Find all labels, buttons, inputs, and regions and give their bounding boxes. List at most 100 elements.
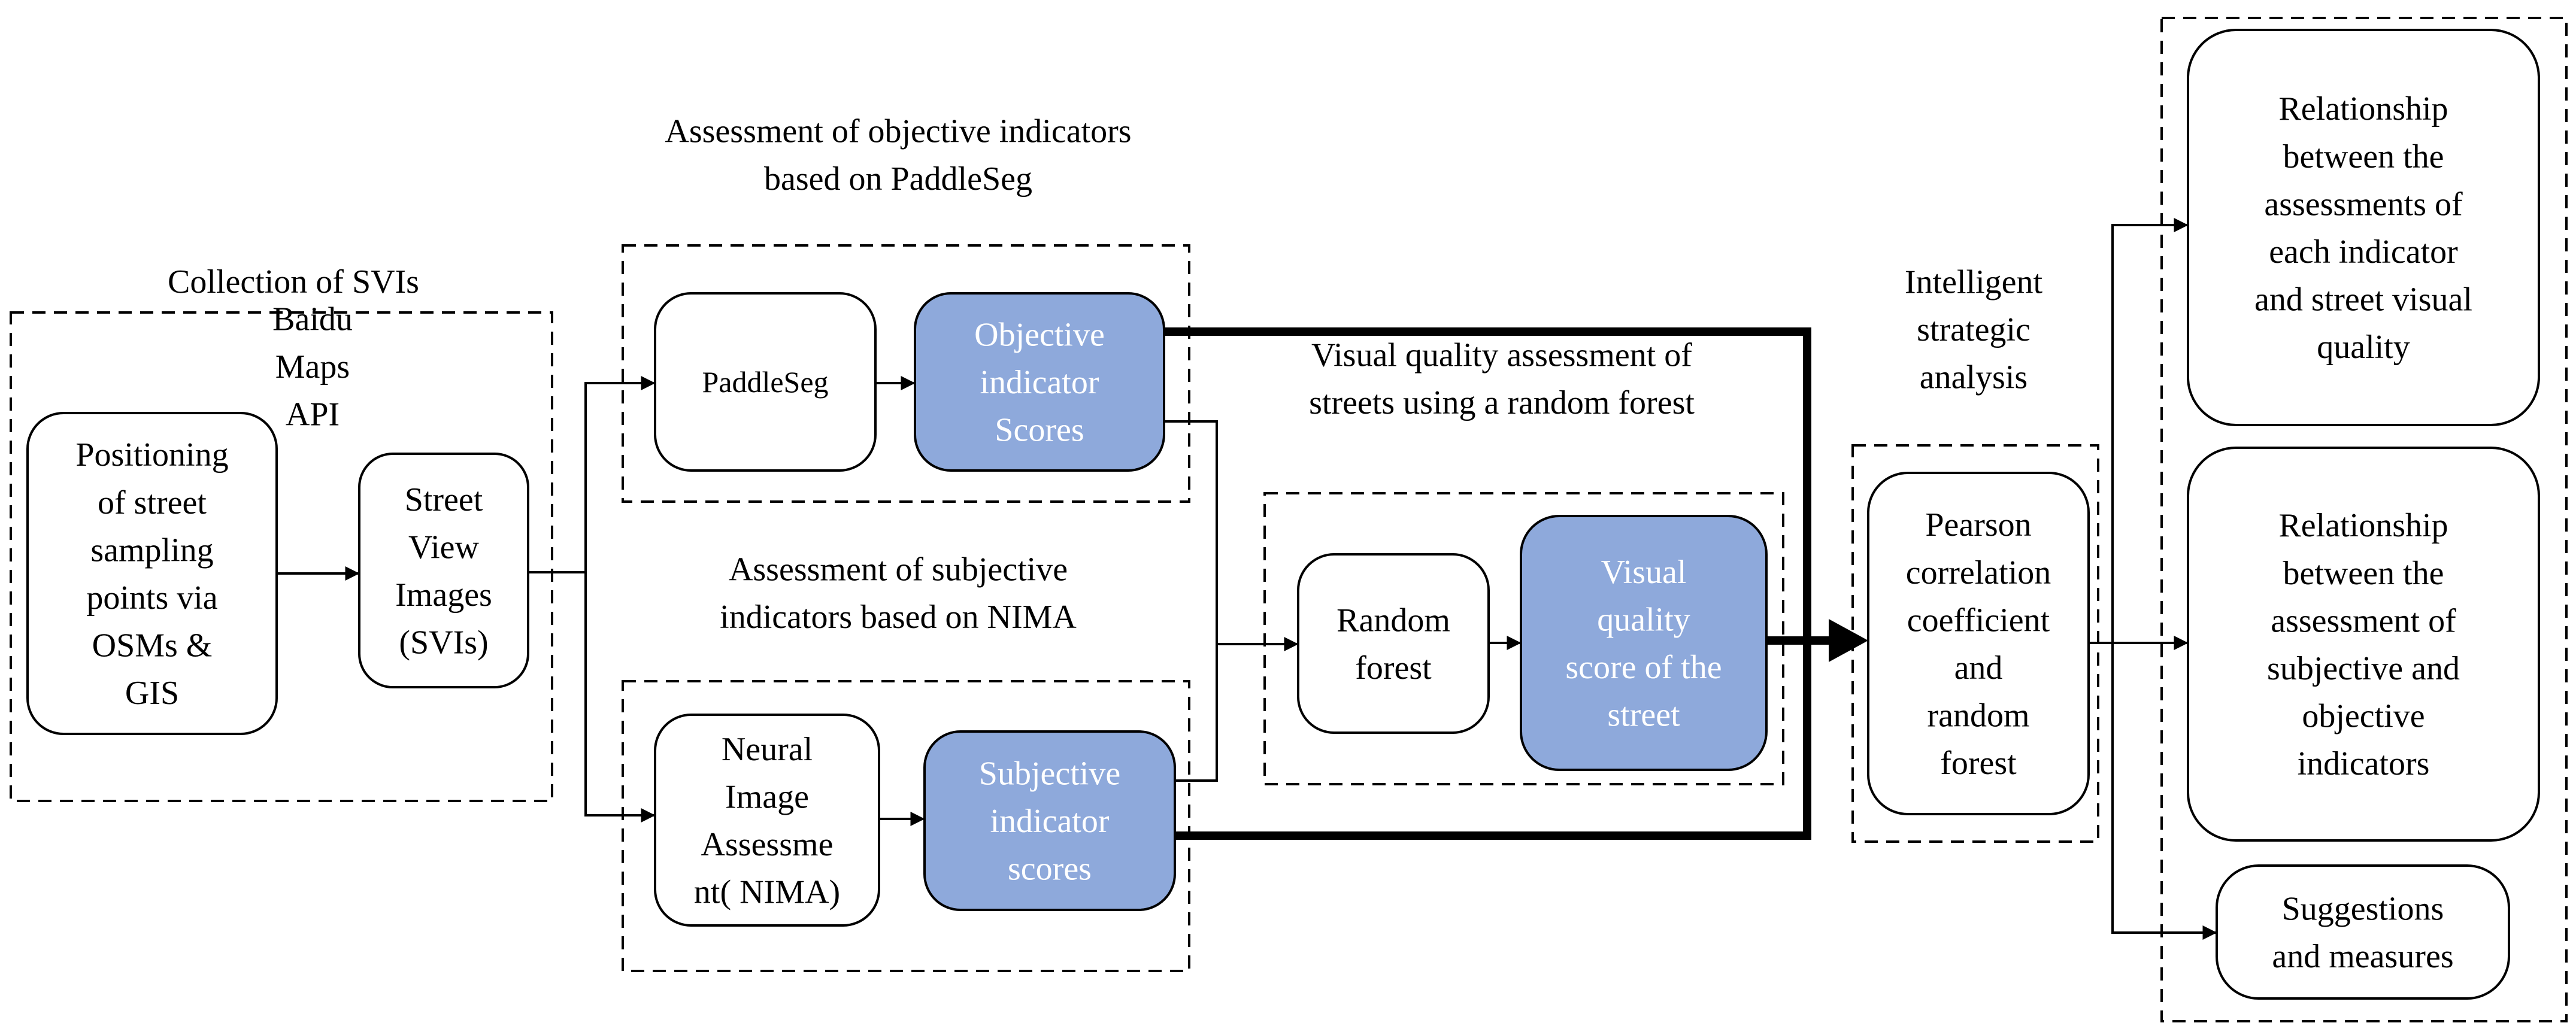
text-line: Objective xyxy=(974,317,1105,354)
text-line: Random xyxy=(1337,602,1450,639)
text-line: PaddleSeg xyxy=(702,365,828,399)
text-line: random xyxy=(1927,697,2029,734)
text-line: quality xyxy=(2317,329,2410,366)
text-line: indicators xyxy=(2298,745,2430,782)
text-line: API xyxy=(286,396,340,433)
text-line: nt( NIMA) xyxy=(694,873,840,910)
text-line: coefficient xyxy=(1907,602,2050,639)
text-line: Suggestions xyxy=(2282,890,2444,927)
group-collection-frame xyxy=(10,311,553,802)
text-line: indicators based on NIMA xyxy=(720,599,1077,636)
text-line: quality xyxy=(1597,601,1690,638)
group-random-forest-frame xyxy=(1263,492,1784,785)
text-line: OSMs & xyxy=(92,627,213,664)
text-line: strategic xyxy=(1917,311,2031,348)
text-line: between the xyxy=(2283,555,2444,592)
text-line: Visual xyxy=(1601,554,1687,591)
connectors xyxy=(277,218,2217,940)
node-random-forest: Random forest xyxy=(1297,553,1490,734)
group-strategic-title: Intelligent strategic analysis xyxy=(1905,264,2043,396)
node-suggestions: Suggestions and measures xyxy=(2216,864,2510,1000)
text-line: and measures xyxy=(2272,938,2453,975)
text-line: analysis xyxy=(1920,359,2028,396)
text-line: of street xyxy=(98,484,207,521)
text-line: Images xyxy=(395,576,492,614)
node-paddleseg: PaddleSeg xyxy=(654,292,877,472)
text-line: (SVIs) xyxy=(399,624,488,661)
text-line: Neural xyxy=(722,731,813,768)
text-line: Subjective xyxy=(979,755,1120,793)
edge-to-relationship-each xyxy=(2111,218,2189,643)
text-line: based on PaddleSeg xyxy=(764,160,1032,198)
text-line: GIS xyxy=(125,675,179,712)
text-line: each indicator xyxy=(2269,233,2458,271)
edge-objective-to-merge xyxy=(1164,420,1218,644)
text-line: score of the xyxy=(1565,649,1722,686)
text-line: between the xyxy=(2283,138,2444,175)
group-subjective-frame xyxy=(622,680,1190,972)
edge-split-to-paddleseg xyxy=(584,376,656,572)
text-line: Image xyxy=(725,778,809,815)
svg-text:PaddleSeg: PaddleSeg xyxy=(702,365,828,399)
edge-to-suggestions xyxy=(2111,643,2217,940)
text-line: Relationship xyxy=(2278,507,2448,544)
text-line: streets using a random forest xyxy=(1309,384,1695,421)
text-line: street xyxy=(1607,696,1680,733)
text-line: Street xyxy=(405,481,483,518)
thick-edge-subjective xyxy=(1175,641,1811,840)
text-line: Scores xyxy=(995,412,1084,449)
text-line: forest xyxy=(1940,745,2017,782)
node-visual-quality: Visual quality score of the street xyxy=(1520,515,1768,771)
text-line: sampling xyxy=(90,532,213,569)
text-line: objective xyxy=(2302,697,2425,734)
text-line: assessment of xyxy=(2271,602,2456,639)
text-line: Baidu xyxy=(272,301,353,338)
text-line: indicator xyxy=(990,803,1109,840)
text-line: and xyxy=(1954,649,2003,687)
text-line: Maps xyxy=(275,348,350,386)
group-objective-frame xyxy=(622,244,1190,503)
node-relationship-subj-obj: Relationship between the assessment of subj… xyxy=(2187,447,2540,842)
text-line: and street visual xyxy=(2254,281,2472,318)
edge-split-to-nima xyxy=(584,572,656,822)
thick-connectors xyxy=(1164,327,1829,840)
text-line: points via xyxy=(86,579,217,617)
text-line: correlation xyxy=(1906,554,2051,591)
text-line: subjective and xyxy=(2267,650,2460,687)
text-line: Collection of SVIs xyxy=(168,263,419,301)
group-outcomes-frame xyxy=(2160,17,2568,1022)
text-line: Pearson xyxy=(1925,506,2031,544)
text-line: forest xyxy=(1355,649,1432,687)
text-line: scores xyxy=(1008,851,1092,888)
thick-arrowhead xyxy=(1829,619,1868,662)
text-line: Assessment of subjective xyxy=(729,551,1068,588)
node-subjective-scores: Subjective indicator scores xyxy=(923,730,1176,911)
text-line: Assessment of objective indicators xyxy=(665,113,1131,150)
group-collection-title: Collection of SVIs xyxy=(168,263,419,301)
node-pearson: Pearson correlation coefficient and random fo… xyxy=(1867,472,2090,815)
text-line: Assessme xyxy=(701,826,834,863)
group-subjective-title: Assessment of subjective indicators based… xyxy=(720,551,1077,636)
group-objective-title: Assessment of objective indicators based … xyxy=(665,113,1131,197)
text-line: Intelligent xyxy=(1905,264,2043,301)
text-line: indicator xyxy=(980,364,1099,401)
